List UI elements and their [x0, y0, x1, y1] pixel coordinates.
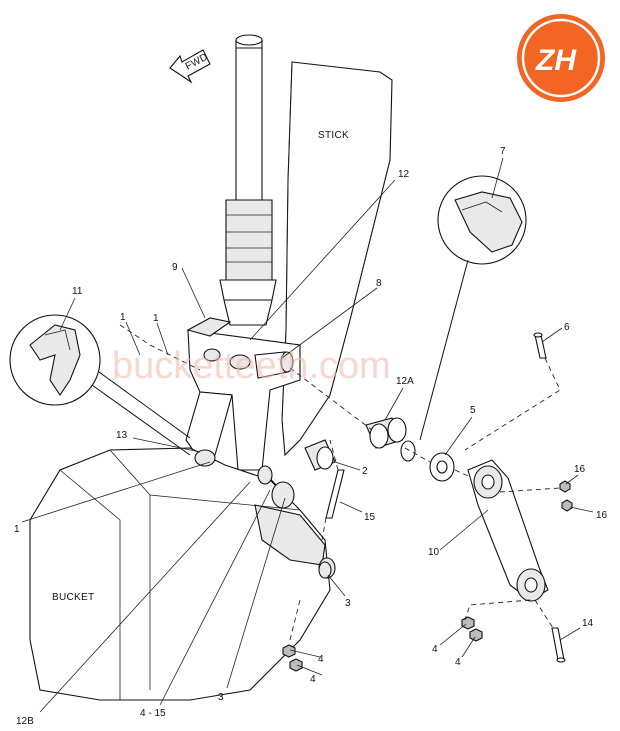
bolt-15	[325, 469, 345, 519]
callout-10: 10	[428, 547, 440, 558]
callout-12: 12	[398, 169, 410, 180]
callout-12a: 12A	[396, 376, 414, 387]
callout-1a: 1	[120, 312, 126, 323]
callout-1b: 1	[153, 313, 159, 324]
callout-8: 8	[376, 278, 382, 289]
callout-9: 9	[172, 262, 178, 273]
callout-2: 2	[362, 466, 368, 477]
callout-leaders	[21, 157, 594, 713]
stick-label: STICK	[318, 130, 349, 141]
callout-12b: 12B	[16, 716, 34, 727]
callout-15: 15	[364, 512, 376, 523]
callout-4c: 4	[318, 654, 324, 665]
callout-1c: 1	[14, 524, 20, 535]
callout-4d: 4	[310, 674, 316, 685]
link-10	[467, 459, 549, 602]
callout-4a: 4	[432, 644, 438, 655]
callout-6: 6	[564, 322, 570, 333]
bushing-12a	[365, 417, 407, 449]
callout-7: 7	[500, 146, 506, 157]
bucket	[29, 447, 336, 701]
callout-4b: 4	[455, 657, 461, 668]
callout-4-15: 4 - 15	[140, 708, 166, 719]
seal-ring	[400, 440, 416, 462]
detail-circle-11	[9, 314, 191, 456]
logo-text: ZH	[535, 44, 577, 77]
callout-11: 11	[72, 286, 83, 297]
brand-logo: ZH	[517, 14, 605, 102]
callout-3a: 3	[345, 598, 351, 609]
pin-2	[304, 439, 336, 471]
fwd-arrow: FWD	[169, 49, 211, 84]
hydraulic-cylinder	[219, 34, 277, 326]
callout-labels: 1 1 1 2 3 3 4 4 4 4 4 - 15 5 6 7 8 9 10 …	[14, 146, 608, 727]
pin-3	[257, 465, 332, 579]
callout-5: 5	[470, 405, 476, 416]
callout-3b: 3	[218, 692, 224, 703]
nut-16-group	[559, 480, 573, 512]
callout-13: 13	[116, 430, 128, 441]
callout-14: 14	[582, 618, 594, 629]
watermark: bucketteeth.com	[112, 345, 391, 387]
bolt-6	[533, 332, 547, 359]
callout-16b: 16	[596, 510, 608, 521]
bolt-14	[551, 627, 566, 663]
stick	[281, 61, 393, 457]
bucket-label: BUCKET	[52, 592, 94, 603]
nut-4-group	[282, 616, 483, 672]
washer-5	[429, 452, 455, 482]
detail-circle-7	[419, 175, 527, 441]
callout-16a: 16	[574, 464, 586, 475]
logo-circle	[517, 14, 605, 102]
